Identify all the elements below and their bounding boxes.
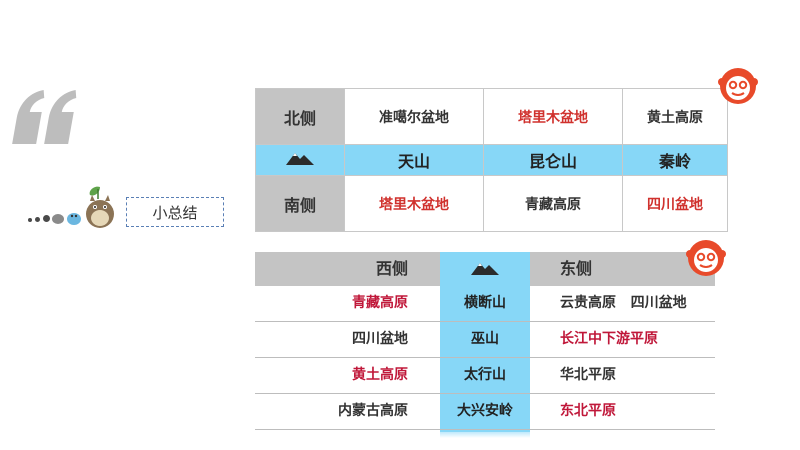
mountain-cell: 大兴安岭 xyxy=(457,403,513,419)
totoro-mascot-icon xyxy=(52,186,114,228)
column-shadow xyxy=(440,432,530,438)
table-row: 青藏高原 横断山 云贵高原 四川盆地 xyxy=(255,286,715,322)
mountain-cell-1: 天山 xyxy=(344,144,484,176)
east-cell: 华北平原 xyxy=(560,367,616,383)
quote-mark-icon xyxy=(12,90,77,144)
table-row-south: 南侧 塔里木盆地 青藏高原 四川盆地 xyxy=(255,175,728,232)
west-east-table: 西侧 东侧 青藏高原 横断山 云贵高原 四川盆地 四川盆地 巫山 长江中下游平原… xyxy=(255,252,715,438)
mountain-cell-3: 秦岭 xyxy=(622,144,728,176)
east-cell: 东北平原 xyxy=(560,403,616,419)
mountain-icon-cell xyxy=(255,144,345,176)
north-cell-1: 准噶尔盆地 xyxy=(344,88,484,145)
west-cell: 内蒙古高原 xyxy=(338,403,408,419)
mountain-column xyxy=(440,252,530,432)
east-label: 东侧 xyxy=(560,259,593,278)
mountain-icon xyxy=(286,153,314,165)
mountain-cell: 横断山 xyxy=(464,295,506,311)
mountain-cell: 太行山 xyxy=(464,367,506,383)
west-cell: 青藏高原 xyxy=(352,295,408,311)
west-cell: 四川盆地 xyxy=(352,331,408,347)
mountain-cell: 巫山 xyxy=(471,331,499,347)
south-cell-2: 青藏高原 xyxy=(483,175,623,232)
north-label: 北侧 xyxy=(255,88,345,145)
south-cell-1: 塔里木盆地 xyxy=(344,175,484,232)
summary-label-box: 小总结 xyxy=(126,197,224,227)
monkey-badge-icon xyxy=(686,240,726,276)
south-cell-3: 四川盆地 xyxy=(622,175,728,232)
north-south-table: 北侧 准噶尔盆地 塔里木盆地 黄土高原 天山 昆仑山 秦岭 南侧 塔里木盆地 青… xyxy=(255,88,728,232)
north-cell-3: 黄土高原 xyxy=(622,88,728,145)
table-row: 四川盆地 巫山 长江中下游平原 xyxy=(255,322,715,358)
summary-label: 小总结 xyxy=(152,203,198,222)
table-row-north: 北侧 准噶尔盆地 塔里木盆地 黄土高原 xyxy=(255,88,728,145)
table-row: 内蒙古高原 大兴安岭 东北平原 xyxy=(255,394,715,430)
table-row-mountains: 天山 昆仑山 秦岭 xyxy=(255,144,728,176)
monkey-badge-icon xyxy=(718,68,758,104)
mountain-cell-2: 昆仑山 xyxy=(483,144,623,176)
west-label: 西侧 xyxy=(375,259,408,278)
east-cell: 云贵高原 四川盆地 xyxy=(560,295,687,311)
mountain-icon xyxy=(471,263,499,275)
west-cell: 黄土高原 xyxy=(352,367,408,383)
south-label: 南侧 xyxy=(255,175,345,232)
north-cell-2: 塔里木盆地 xyxy=(483,88,623,145)
east-cell: 长江中下游平原 xyxy=(560,331,658,347)
table-row: 黄土高原 太行山 华北平原 xyxy=(255,358,715,394)
